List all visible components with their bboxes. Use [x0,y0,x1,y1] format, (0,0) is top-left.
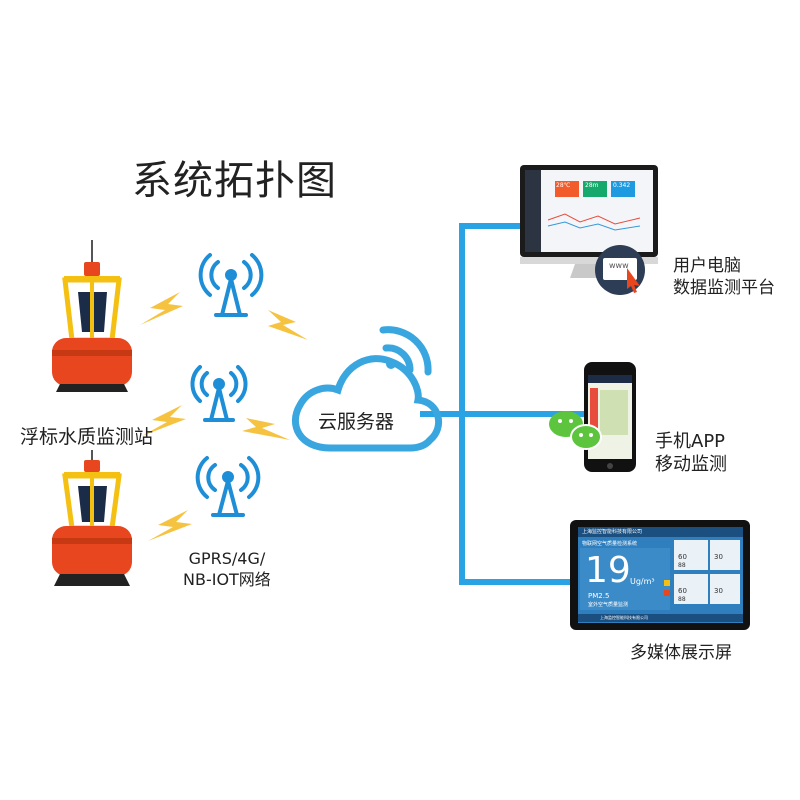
pc-label-line2: 数据监测平台 [673,278,775,298]
bolt-icon-1 [140,292,183,325]
display-label: 多媒体展示屏 [630,643,732,663]
connection-lines [420,223,585,585]
browser-badge-text: www [609,261,629,270]
antenna-icon-bottom [195,456,261,517]
display-card-value-1: 60 [678,553,687,561]
cloud-icon [291,326,442,452]
display-subheader: 物联网空气质量检测系统 [582,541,638,547]
bolt-icon-5 [148,510,192,541]
pc-value-2: 28m [585,182,599,189]
network-label-line1: GPRS/4G/ [188,549,266,568]
display-big-value: 19 [585,550,631,591]
phone-device [584,362,636,472]
pc-value-1: 28℃ [556,182,571,189]
display-card-value-3: 88 [678,562,686,569]
cloud-server-label: 云服务器 [318,411,395,433]
diagram-title: 系统拓扑图 [132,158,337,204]
buoy-icon-top [52,240,132,392]
pc-value-3: 0.342 [613,182,631,189]
network-label-line2: NB-IOT网络 [183,570,271,589]
display-big-unit: Ug/m³ [630,577,655,586]
buoy-icon-bottom [52,450,132,586]
display-footer: 上海监控智能科技有限公司 [600,615,648,620]
display-pm-sub: 室外空气质量监测 [588,602,629,608]
phone-label-line1: 手机APP [655,431,726,452]
buoy-station-label: 浮标水质监测站 [20,426,154,448]
bolt-icon-4 [242,418,290,440]
lightning-bolts [140,292,308,541]
browser-badge-icon [595,245,645,295]
display-card-value-6: 88 [678,596,686,603]
bolt-icon-3 [142,405,186,436]
antenna-icon-middle [190,365,248,422]
display-header: 上海监控智能科技有限公司 [582,529,643,535]
display-card-value-5: 30 [714,587,723,595]
phone-label-line2: 移动监测 [655,454,727,475]
multimedia-display [570,520,750,630]
pc-label-line1: 用户电脑 [673,256,741,276]
phone-label: 手机APP 移动监测 [655,430,727,476]
wechat-icon [549,411,602,450]
display-card-value-4: 60 [678,587,687,595]
display-card-value-2: 30 [714,553,723,561]
antenna-icon-top [198,253,264,317]
network-label: GPRS/4G/ NB-IOT网络 [183,548,271,590]
display-pm-label: PM2.5 [588,592,610,600]
pc-label: 用户电脑 数据监测平台 [673,255,775,299]
bolt-icon-2 [268,310,308,340]
